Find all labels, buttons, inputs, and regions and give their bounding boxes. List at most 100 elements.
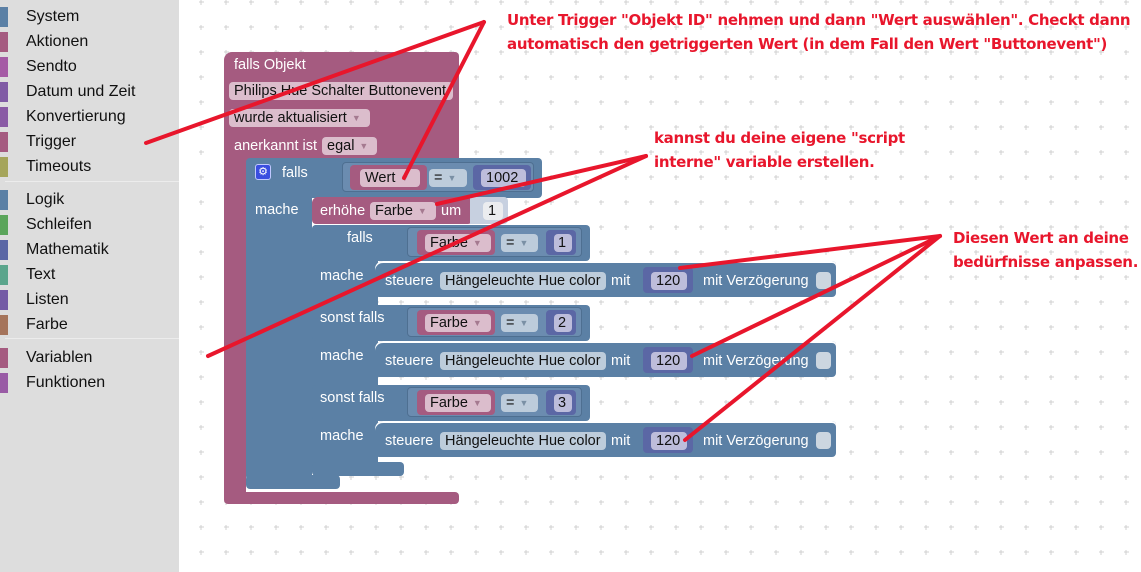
increment-value-field[interactable]: 1 (483, 202, 503, 220)
grid-dot (199, 175, 204, 180)
grid-dot (849, 375, 854, 380)
grid-dot (599, 250, 604, 255)
value-dropdown[interactable]: Wert▼ (360, 169, 420, 187)
delay-checkbox[interactable] (816, 272, 831, 289)
grid-dot (1024, 450, 1029, 455)
grid-dot (1124, 175, 1129, 180)
grid-dot (699, 525, 704, 530)
category-mathematik[interactable]: Mathematik (0, 237, 179, 262)
grid-dot (724, 75, 729, 80)
set-value-field[interactable]: 120 (651, 272, 687, 290)
grid-dot (849, 100, 854, 105)
grid-dot (1099, 475, 1104, 480)
grid-dot (374, 525, 379, 530)
category-schleifen[interactable]: Schleifen (0, 212, 179, 237)
grid-dot (774, 250, 779, 255)
grid-dot (699, 300, 704, 305)
grid-dot (949, 225, 954, 230)
grid-dot (974, 225, 979, 230)
category-text[interactable]: Text (0, 262, 179, 287)
operator-dropdown[interactable]: =▼ (501, 394, 538, 412)
device-field[interactable]: Hängeleuchte Hue color (440, 272, 606, 290)
grid-dot (674, 200, 679, 205)
increment-var-dropdown[interactable]: Farbe▼ (370, 202, 436, 220)
operator-dropdown[interactable]: =▼ (501, 234, 538, 252)
number-field[interactable]: 3 (554, 394, 572, 412)
category-trigger[interactable]: Trigger (0, 129, 179, 154)
grid-dot (1049, 325, 1054, 330)
grid-dot (1124, 25, 1129, 30)
set-value-field[interactable]: 120 (651, 432, 687, 450)
grid-dot (874, 150, 879, 155)
trigger-event-dropdown[interactable]: wurde aktualisiert▼ (229, 109, 370, 127)
grid-dot (249, 525, 254, 530)
grid-dot (524, 550, 529, 555)
grid-dot (874, 425, 879, 430)
grid-dot (949, 25, 954, 30)
delay-checkbox[interactable] (816, 432, 831, 449)
category-variablen[interactable]: Variablen (0, 345, 179, 370)
grid-dot (674, 300, 679, 305)
operator-label: = (506, 395, 515, 411)
grid-dot (474, 0, 479, 5)
grid-dot (1124, 375, 1129, 380)
if-outer-label: falls (282, 165, 308, 181)
set-value-field[interactable]: 120 (651, 352, 687, 370)
grid-dot (1024, 25, 1029, 30)
grid-dot (949, 525, 954, 530)
delay-checkbox[interactable] (816, 352, 831, 369)
grid-dot (899, 50, 904, 55)
grid-dot (624, 550, 629, 555)
grid-dot (824, 50, 829, 55)
grid-dot (1074, 150, 1079, 155)
category-listen[interactable]: Listen (0, 287, 179, 312)
grid-dot (924, 425, 929, 430)
grid-dot (1099, 175, 1104, 180)
trigger-object-field[interactable]: Philips Hue Schalter Buttonevent (229, 82, 453, 100)
category-system[interactable]: System (0, 4, 179, 29)
grid-dot (1074, 500, 1079, 505)
grid-dot (1024, 125, 1029, 130)
trigger-ack-dropdown[interactable]: egal▼ (322, 137, 377, 155)
grid-dot (199, 50, 204, 55)
number-field[interactable]: 1002 (481, 169, 526, 187)
category-aktionen[interactable]: Aktionen (0, 29, 179, 54)
operator-dropdown[interactable]: =▼ (429, 169, 467, 187)
category-color-swatch (0, 290, 8, 310)
category-konvertierung[interactable]: Konvertierung (0, 104, 179, 129)
grid-dot (499, 50, 504, 55)
device-field[interactable]: Hängeleuchte Hue color (440, 432, 606, 450)
operator-dropdown[interactable]: =▼ (501, 314, 538, 332)
grid-dot (674, 125, 679, 130)
grid-dot (949, 350, 954, 355)
variable-dropdown[interactable]: Farbe▼ (425, 394, 491, 412)
grid-dot (1049, 75, 1054, 80)
grid-dot (674, 100, 679, 105)
number-field[interactable]: 1 (554, 234, 572, 252)
category-farbe[interactable]: Farbe (0, 312, 179, 337)
grid-dot (999, 425, 1004, 430)
grid-dot (649, 0, 654, 5)
device-field[interactable]: Hängeleuchte Hue color (440, 352, 606, 370)
category-sendto[interactable]: Sendto (0, 54, 179, 79)
grid-dot (524, 500, 529, 505)
grid-dot (1024, 175, 1029, 180)
dropdown-arrow-icon: ▼ (359, 141, 369, 151)
grid-dot (624, 0, 629, 5)
number-field[interactable]: 2 (554, 314, 572, 332)
grid-dot (974, 150, 979, 155)
grid-dot (999, 0, 1004, 5)
grid-dot (974, 0, 979, 5)
grid-dot (649, 150, 654, 155)
grid-dot (774, 475, 779, 480)
category-funktionen[interactable]: Funktionen (0, 370, 179, 395)
category-datum-und-zeit[interactable]: Datum und Zeit (0, 79, 179, 104)
variable-dropdown[interactable]: Farbe▼ (425, 234, 491, 252)
variable-dropdown[interactable]: Farbe▼ (425, 314, 491, 332)
grid-dot (324, 550, 329, 555)
category-timeouts[interactable]: Timeouts (0, 154, 179, 179)
category-logik[interactable]: Logik (0, 187, 179, 212)
grid-dot (649, 125, 654, 130)
grid-dot (449, 525, 454, 530)
gear-icon[interactable]: ⚙ (255, 164, 271, 180)
